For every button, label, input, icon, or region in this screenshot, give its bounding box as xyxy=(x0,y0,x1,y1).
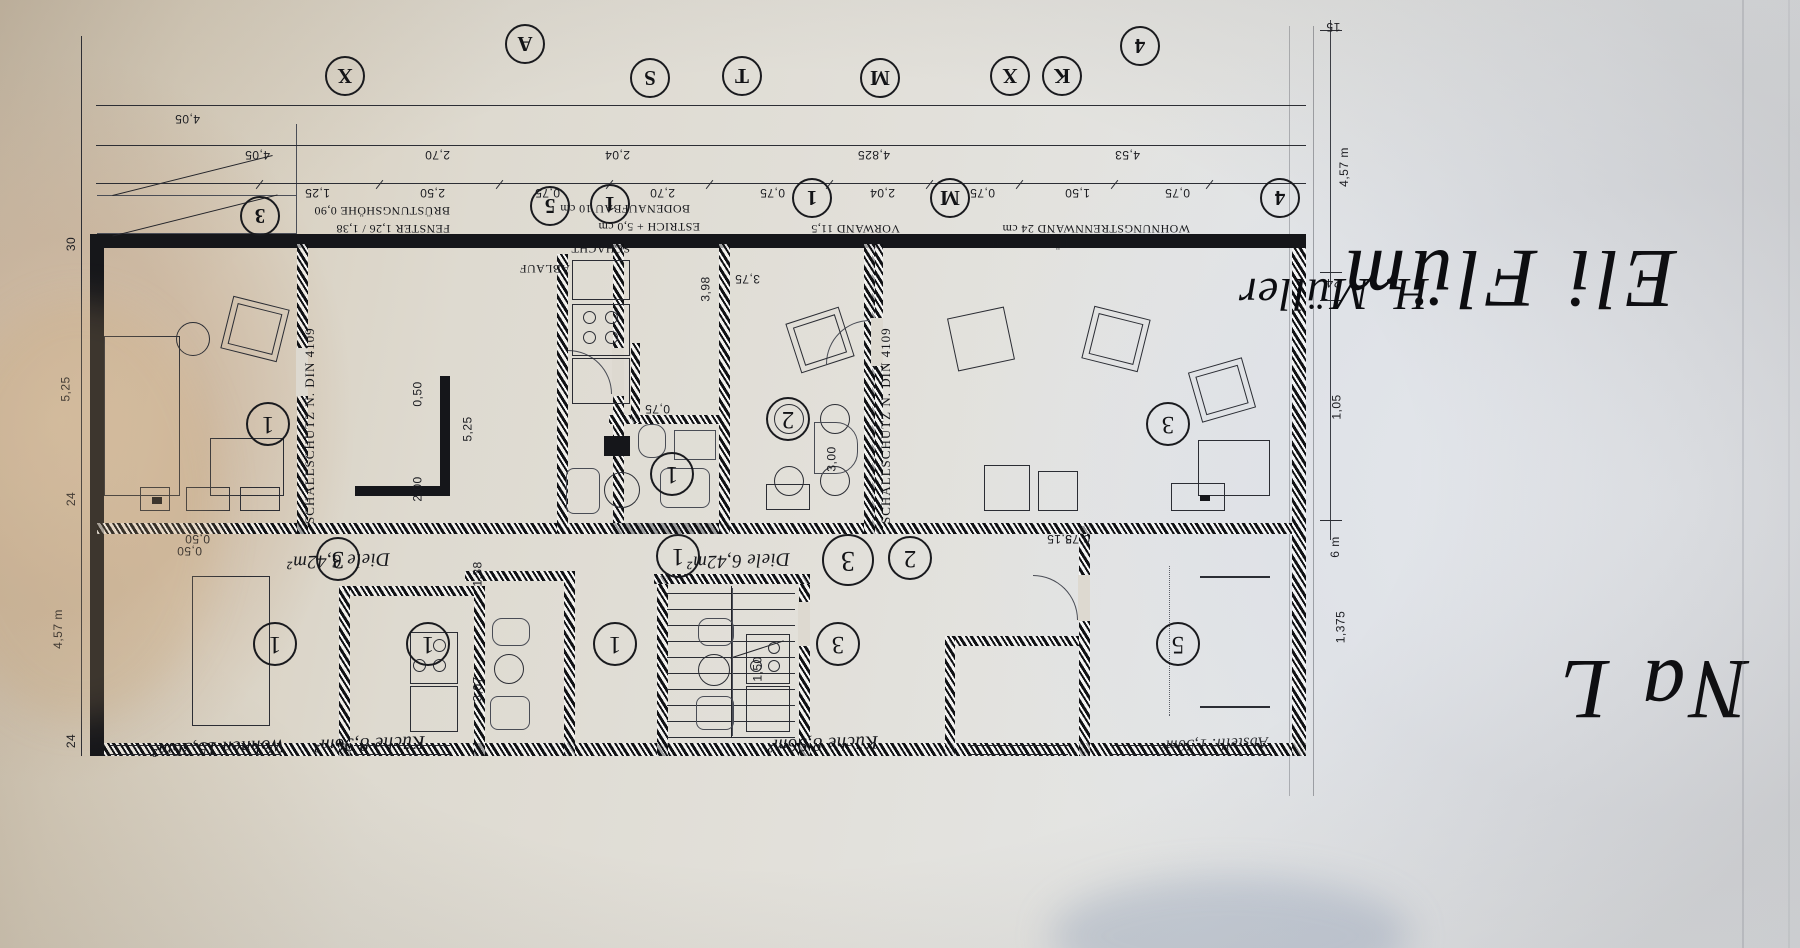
room-bubble-3b: 3 xyxy=(822,534,874,586)
dim-0-75c: 0,75 xyxy=(1064,532,1090,546)
signature-line-2: Na L xyxy=(1555,642,1749,738)
note-brueck: BRÜSTUNGSHÖHE 0,90 xyxy=(314,204,450,218)
dim-5-25: 5,25 xyxy=(460,416,475,442)
dim-chain2-2: 2,04 xyxy=(604,148,630,162)
dim-1-38: 1,38 xyxy=(470,561,485,587)
axis-bubble-M: M xyxy=(860,58,900,98)
furniture-table xyxy=(947,306,1015,372)
room-bubble-1c: 1 xyxy=(593,622,637,666)
dim-chain-1: 1,50 xyxy=(1064,186,1090,200)
photo-glare-left xyxy=(0,300,220,720)
note-vorwand-2: VORWAND 11,5 xyxy=(810,222,900,236)
note-vorwand-1: WOHNUNGSTRENNWAND 24 cm xyxy=(1002,222,1190,236)
room-bubble-2a: 2 xyxy=(766,397,810,441)
photo-shadow-bottom xyxy=(1050,876,1410,948)
room-bubble-1b: 1 xyxy=(650,452,694,496)
axis-bubble-4b: 4 xyxy=(1120,26,1160,66)
dim-right-6m: 6 m xyxy=(1327,536,1342,558)
room-bubble-3a: 3 xyxy=(816,622,860,666)
right-dimension-column: 15 4,57 m 24 1,05 1,375 6 m xyxy=(1300,0,1360,643)
dim-chain-3: 2,04 xyxy=(869,186,895,200)
room-label-kueche-right: Küche 8,96m² xyxy=(313,731,426,756)
note-fenster: FENSTER 1,26 / 1,38 xyxy=(336,222,450,236)
dim-right-457: 4,57 m xyxy=(1336,147,1351,187)
dim-chain-4: 0,75 xyxy=(759,186,785,200)
note-schallschutz-2: SCHALLSCHUTZ N. DIN 4109 xyxy=(302,327,317,524)
dim-chain2-3: 2,70 xyxy=(424,148,450,162)
axis-bubble-S: S xyxy=(630,58,670,98)
dim-2-00: 2,00 xyxy=(410,476,425,502)
axis-bubble-3: 3 xyxy=(240,196,280,236)
dim-chain-5: 2,70 xyxy=(649,186,675,200)
dim-1-50b: 1,50 xyxy=(750,656,765,682)
dim-chain-7: 2,50 xyxy=(419,186,445,200)
axis-bubble-5: 5 xyxy=(530,186,570,226)
dim-0-75b: 0,75 xyxy=(644,402,670,416)
note-schacht: SCHACHT xyxy=(571,242,630,256)
dim-chain2-0: 4,53 xyxy=(1114,148,1140,162)
dim-right-1375: 1,375 xyxy=(1333,610,1348,644)
room-label-kueche-left: Küche 8,96m² xyxy=(766,731,879,756)
room-bubble-5: 5 xyxy=(1156,622,1200,666)
room-label-corner: Abstellr. 1,50m² xyxy=(1160,733,1269,754)
room-bubble-1d: 1 xyxy=(406,622,450,666)
room-label-wohnen: Wohnen 15,36m² xyxy=(151,734,286,761)
dim-left-24b: 24 xyxy=(63,733,78,749)
dim-chain2-5: 4,05 xyxy=(174,112,200,126)
axis-bubble-K: K xyxy=(1042,56,1082,96)
dim-chain-0: 0,75 xyxy=(1164,186,1190,200)
dim-chain2-4: 4,05 xyxy=(244,148,270,162)
axis-bubble-T: T xyxy=(722,56,762,96)
axis-bubble-4: 4 xyxy=(1260,178,1300,218)
dim-left-30: 30 xyxy=(63,236,78,252)
axis-bubble-1: 1 xyxy=(792,178,832,218)
axis-bubble-X: X xyxy=(990,56,1030,96)
signature-line-1: Eli Flüm xyxy=(1340,232,1677,325)
room-bubble-1f: 1 xyxy=(246,402,290,446)
dim-right-15: 15 xyxy=(1326,20,1341,34)
axis-bubble-1b: 1 xyxy=(590,184,630,224)
room-bubble-2b: 2 xyxy=(888,536,932,580)
dim-right-105: 1,05 xyxy=(1329,394,1344,420)
room-label-diele-left: Diele 6,42m² xyxy=(686,548,791,573)
dim-3-98: 3,98 xyxy=(698,276,713,302)
note-tuer: TÜR 87,5 / 2,01 xyxy=(985,237,1070,251)
floor-plan-drawing: 5 3 3 3 2 2 1 1 1 1 1 1 3 Küche 8,96m² D… xyxy=(51,6,1330,796)
axis-bubble-X2: X xyxy=(325,56,365,96)
dim-3-75: 3,75 xyxy=(734,272,760,286)
axis-bubble-A: A xyxy=(505,24,545,64)
note-ablauf: ABLAUF xyxy=(519,262,570,276)
room-bubble-3c: 3 xyxy=(1146,402,1190,446)
room-bubble-1e: 1 xyxy=(253,622,297,666)
dim-3-00: 3,00 xyxy=(824,446,839,472)
dim-3-07: 3,07 xyxy=(470,676,485,702)
dim-chain-8: 1,25 xyxy=(304,186,330,200)
axis-bubble-M2: M xyxy=(930,178,970,218)
dim-0-50: 0,50 xyxy=(410,381,425,407)
paper-edge-right xyxy=(1788,0,1790,948)
dim-chain2-1: 4,825 xyxy=(857,148,890,162)
note-schallschutz-1: SCHALLSCHUTZ N. DIN 4109 xyxy=(878,327,893,524)
room-label-diele-right: Diele 6,42m² xyxy=(286,548,391,573)
paper-fold-edge xyxy=(1742,0,1744,948)
dim-chain-2: 0,75 xyxy=(969,186,995,200)
